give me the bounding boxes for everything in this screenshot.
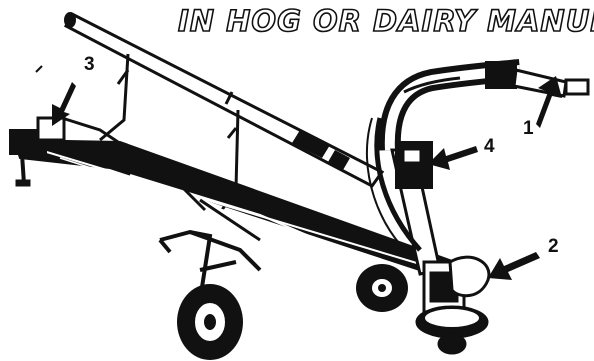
callout-label-2: 2 [548,236,559,258]
callout-label-4: 4 [484,136,495,158]
front-wheel [177,284,243,360]
trailer-frame [14,140,455,280]
stray-mark [36,66,42,72]
callout-arrow-4 [428,146,478,170]
callout-arrow-2 [488,252,540,280]
callout-label-1: 1 [523,118,534,140]
callout-label-3: 3 [84,54,95,76]
agitator-impeller [416,257,489,354]
rear-wheel [356,264,408,312]
